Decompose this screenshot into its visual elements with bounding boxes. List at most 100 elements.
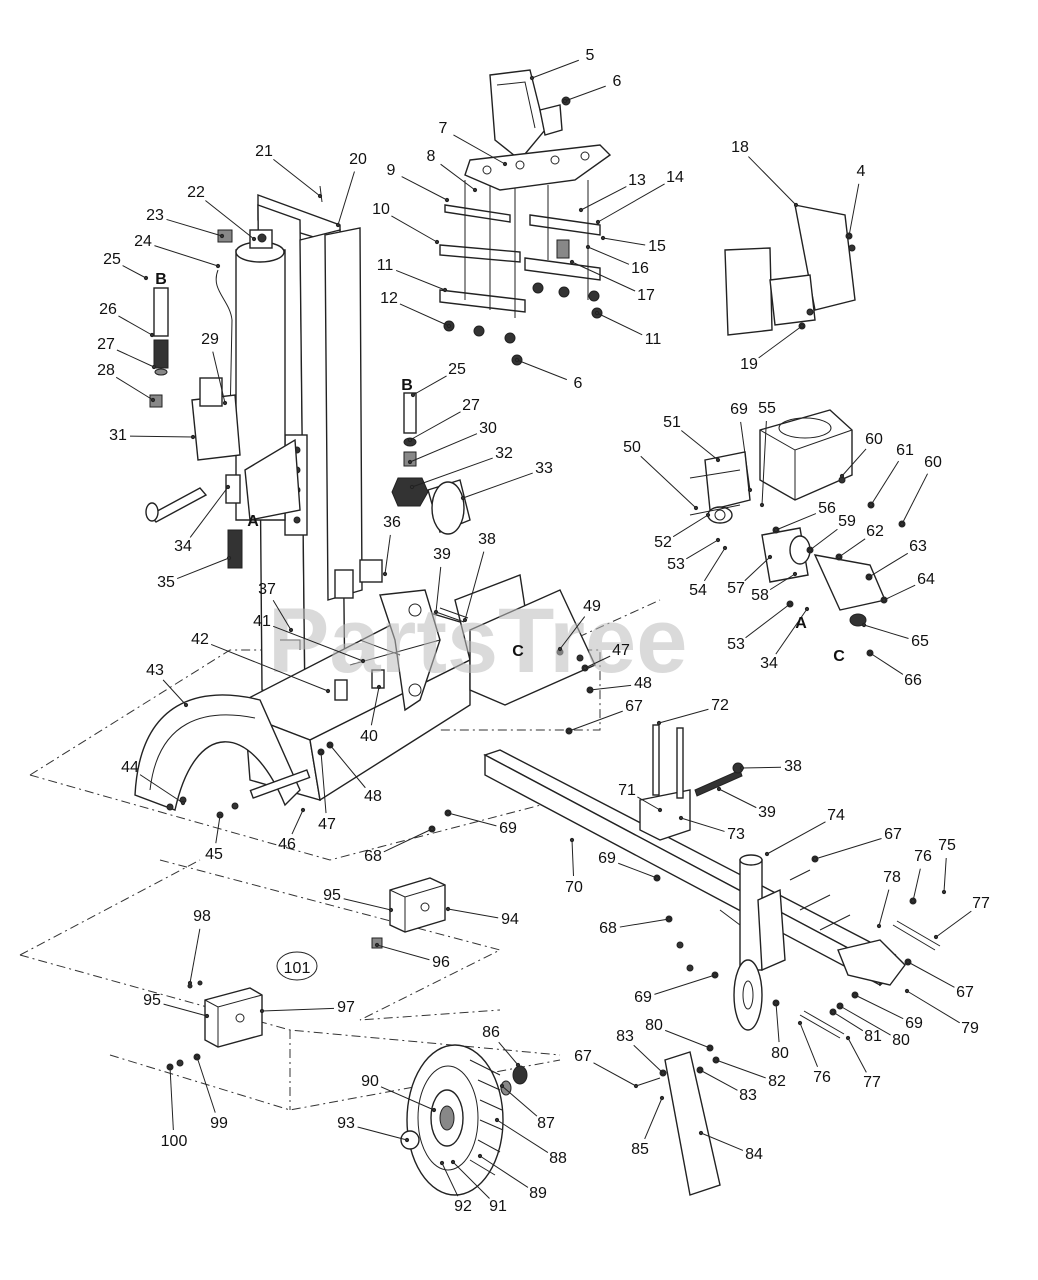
callout-c92: 92	[454, 1198, 472, 1215]
callout-c30: 30	[479, 420, 497, 437]
leader-c92	[441, 1162, 459, 1197]
callout-c83a: 83	[616, 1028, 634, 1045]
leader-c77b	[847, 1037, 867, 1073]
callout-c6b: 6	[574, 375, 583, 392]
leader-tip-c27b	[407, 437, 413, 443]
callout-c69e: 69	[905, 1015, 923, 1032]
callout-c62: 62	[866, 523, 884, 540]
callout-c74: 74	[827, 807, 845, 824]
callout-c47a: 47	[612, 642, 630, 659]
callout-c65: 65	[911, 633, 929, 650]
callout-c27b: 27	[462, 397, 480, 414]
hydraulic-cylinder	[215, 185, 323, 521]
leader-tip-c68b	[666, 916, 672, 922]
leader-c9	[401, 176, 448, 201]
leader-tip-c27a	[151, 364, 157, 370]
leader-c67d	[593, 1062, 637, 1087]
fender	[134, 694, 311, 819]
leader-tip-c42	[325, 688, 331, 694]
callout-c68a: 68	[364, 848, 382, 865]
leader-c80b	[775, 1002, 780, 1043]
leader-c27a	[116, 349, 155, 368]
callout-c56: 56	[818, 500, 836, 517]
callout-c19: 19	[740, 356, 758, 373]
callout-c8: 8	[427, 148, 436, 165]
callout-c38a: 38	[478, 531, 496, 548]
leader-c15	[602, 237, 646, 246]
callout-c13: 13	[628, 172, 646, 189]
leader-tip-c80c	[707, 1045, 713, 1051]
leader-tip-c23	[219, 233, 225, 239]
leader-tip-c51	[715, 457, 721, 463]
leader-tip-c25b	[410, 392, 416, 398]
leader-tip-c52	[705, 512, 711, 518]
callout-c85: 85	[631, 1141, 649, 1158]
leader-tip-c48b	[327, 742, 333, 748]
leader-c86	[498, 1041, 519, 1066]
callout-c78: 78	[883, 869, 901, 886]
callout-c100: 100	[161, 1133, 188, 1150]
leader-c32	[411, 457, 493, 488]
callout-c69c: 69	[598, 850, 616, 867]
leader-c57	[744, 556, 771, 582]
leader-tip-c63	[866, 574, 872, 580]
callout-c41: 41	[253, 613, 271, 630]
leader-tip-c68a	[429, 826, 435, 832]
leader-c87	[501, 1085, 538, 1117]
leader-tip-c88	[494, 1117, 500, 1123]
callout-c53b: 53	[727, 636, 745, 653]
leader-tip-c90	[431, 1107, 437, 1113]
leader-c47a	[584, 655, 611, 669]
callout-c97: 97	[337, 999, 355, 1016]
callout-c12: 12	[380, 290, 398, 307]
switch-boxes	[166, 877, 446, 1071]
letter-lC2: C	[833, 648, 845, 665]
callout-c24: 24	[134, 233, 152, 250]
callout-c58: 58	[751, 587, 769, 604]
callout-c91: 91	[489, 1198, 507, 1215]
leader-c100	[169, 1066, 174, 1131]
leader-tip-c69d	[712, 972, 718, 978]
leader-c68a	[383, 828, 433, 853]
engine-assembly	[689, 409, 906, 657]
leader-tip-c28	[150, 397, 156, 403]
leader-tip-c22	[251, 236, 257, 242]
leader-tip-c47b	[318, 749, 324, 755]
callout-c64: 64	[917, 571, 935, 588]
leader-c35	[176, 557, 230, 580]
leader-c89	[479, 1155, 529, 1188]
callout-c17: 17	[637, 287, 655, 304]
leader-c47b	[320, 751, 327, 814]
leader-c69d	[654, 974, 716, 995]
leader-tip-c34a	[225, 484, 231, 490]
callout-c33: 33	[535, 460, 553, 477]
leader-c20	[337, 171, 355, 226]
leader-tip-c76b	[797, 1020, 803, 1026]
leader-tip-c72	[656, 720, 662, 726]
leader-tip-c77b	[845, 1035, 851, 1041]
callout-c34b: 34	[760, 655, 778, 672]
leader-tip-c77a	[933, 934, 939, 940]
callout-c98: 98	[193, 908, 211, 925]
leader-tip-c58	[792, 571, 798, 577]
leader-c96	[376, 944, 430, 961]
leader-tip-c16	[585, 244, 591, 250]
leader-tip-c32	[409, 484, 415, 490]
leader-tip-c54	[722, 545, 728, 551]
callout-c63: 63	[909, 538, 927, 555]
callout-c47b: 47	[318, 816, 336, 833]
leader-tip-c39a	[433, 609, 439, 615]
callout-c26: 26	[99, 301, 117, 318]
callout-c20: 20	[349, 151, 367, 168]
leader-tip-c94	[445, 906, 451, 912]
letter-lC1: C	[512, 643, 524, 660]
callout-c37: 37	[258, 581, 276, 598]
callout-c99: 99	[210, 1115, 228, 1132]
leader-c76a	[912, 868, 921, 902]
leader-c28	[115, 376, 154, 401]
callout-c11b: 11	[645, 331, 662, 348]
leader-tip-c59	[807, 547, 813, 553]
callout-c7: 7	[439, 120, 448, 137]
